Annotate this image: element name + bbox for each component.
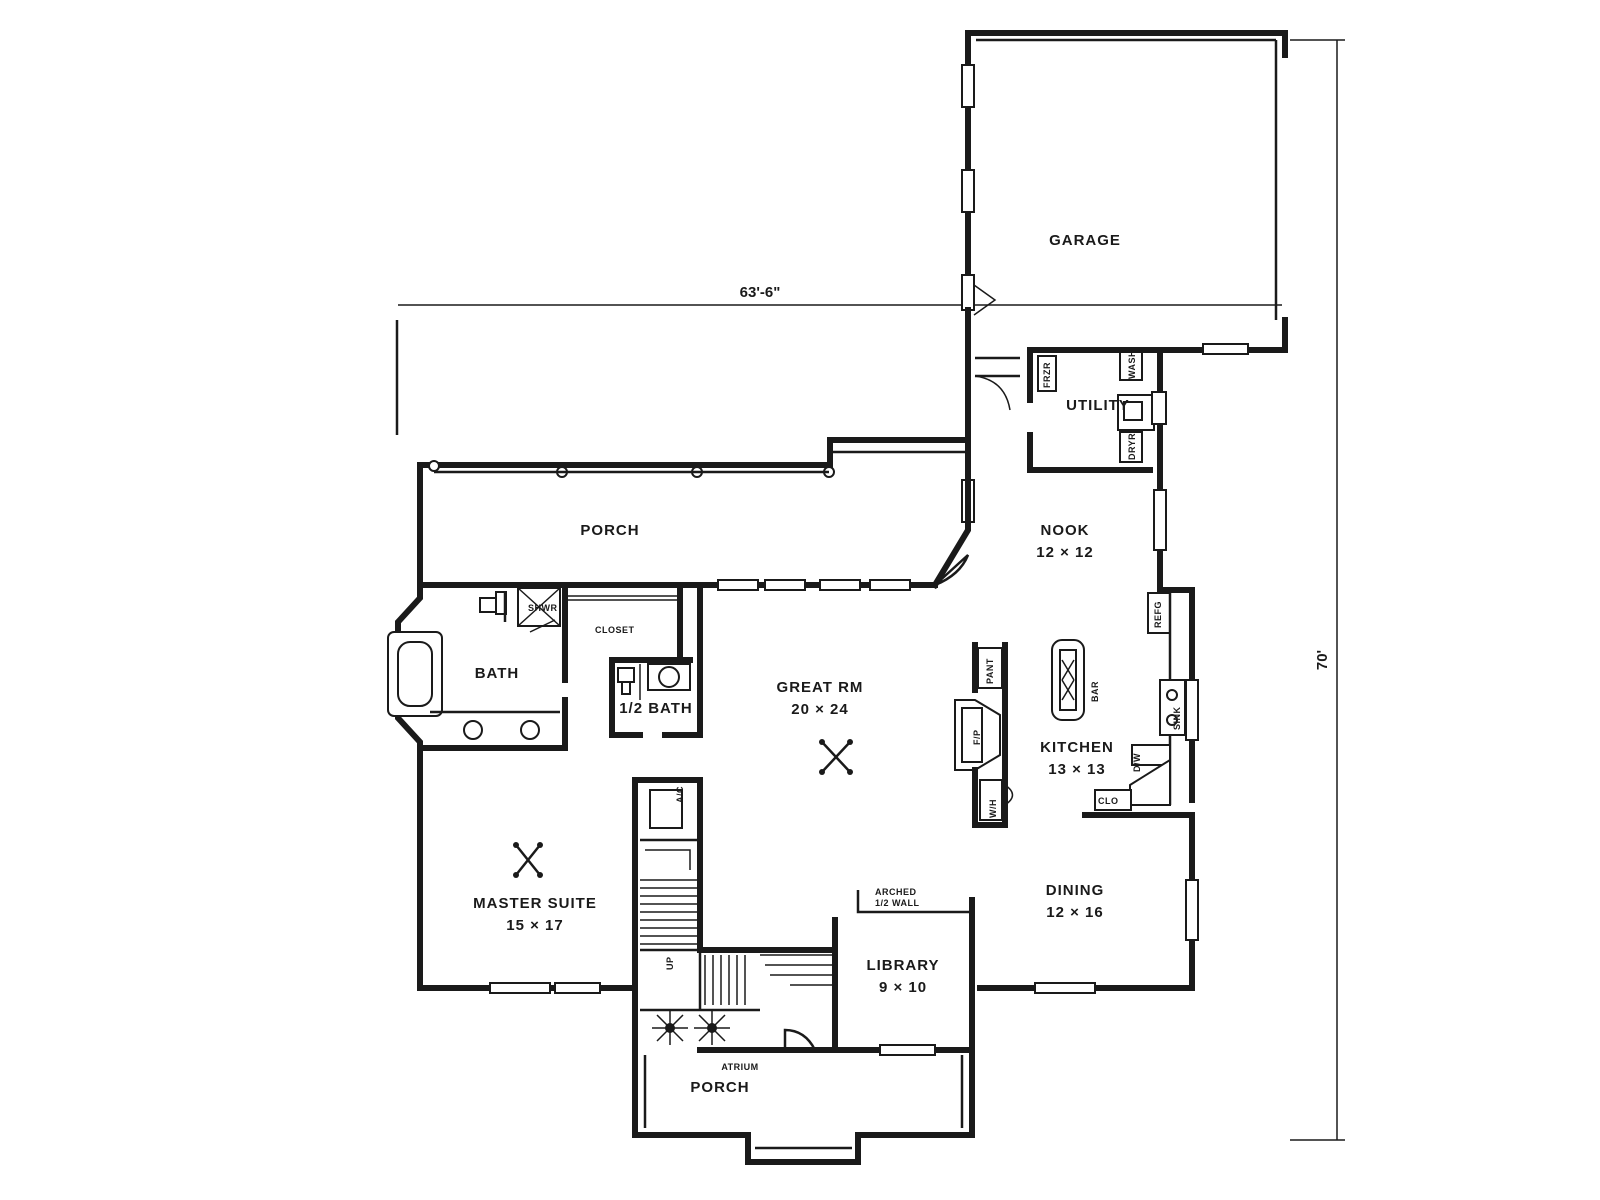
closet-halfbath [568,582,703,738]
sink-label: SINK [1172,706,1182,730]
fireplace-pantry [954,639,1085,828]
garage-label: GARAGE [1049,232,1121,249]
water-heater-label: W/H [988,799,998,818]
great-room-label: GREAT RM [777,679,864,696]
dryer-label: DRYR [1127,433,1137,460]
master-suite-size: 15 × 17 [506,917,563,934]
dining-size: 12 × 16 [1046,904,1103,921]
nook-size: 12 × 12 [1036,544,1093,561]
bath-label: BATH [475,665,520,682]
closet-label: CLOSET [595,625,635,635]
kitchen-counters [1082,592,1199,818]
front-porch [632,1047,975,1165]
bar-label: BAR [1090,681,1100,702]
washer-label: WASH [1127,350,1137,379]
master-suite-walls [417,745,638,1053]
great-room-ceiling-fan-icon [819,739,853,775]
freezer-label: FRZR [1042,362,1052,388]
atrium-plants [640,1008,760,1045]
dimension-depth: 70' [1290,39,1345,1141]
kitchen-label: KITCHEN [1040,739,1114,756]
pantry-label: PANT [985,658,995,684]
depth-dimension-label: 70' [1314,650,1331,670]
dishwasher-label: D/W [1132,753,1142,772]
front-porch-label: PORCH [690,1079,749,1096]
utility-walls: FRZR WASH DRYR [965,307,1173,593]
stair-up-label: UP [665,956,675,970]
fireplace-label: F/P [972,729,982,745]
nook-label: NOOK [1041,522,1090,539]
library-walls [697,890,975,1056]
refrigerator-label: REFG [1153,601,1163,628]
half-bath-label: 1/2 BATH [619,700,693,717]
master-ceiling-fan-icon [513,842,543,878]
dimension-width: 63'-6" [395,284,1282,435]
garage-walls [961,30,1288,355]
utility-label: UTILITY [1066,397,1130,414]
dining-label: DINING [1046,882,1105,899]
rear-porch-label: PORCH [580,522,639,539]
width-dimension-label: 63'-6" [740,284,781,301]
stairs [632,777,838,1010]
atrium-label: ATRIUM [721,1062,758,1072]
arched-wall-label-1: ARCHED [875,887,917,897]
library-label: LIBRARY [866,957,939,974]
ac-label: A/C [675,786,685,803]
kitchen-closet-label: CLO [1098,796,1119,806]
arched-wall-label-2: 1/2 WALL [875,898,920,908]
shower-label: SHWR [528,603,558,613]
dining-walls [977,812,1199,994]
master-bath [387,582,568,751]
rear-porch [417,437,975,583]
great-room-size: 20 × 24 [791,701,848,718]
master-suite-label: MASTER SUITE [473,895,597,912]
library-size: 9 × 10 [879,979,927,996]
kitchen-size: 13 × 13 [1048,761,1105,778]
